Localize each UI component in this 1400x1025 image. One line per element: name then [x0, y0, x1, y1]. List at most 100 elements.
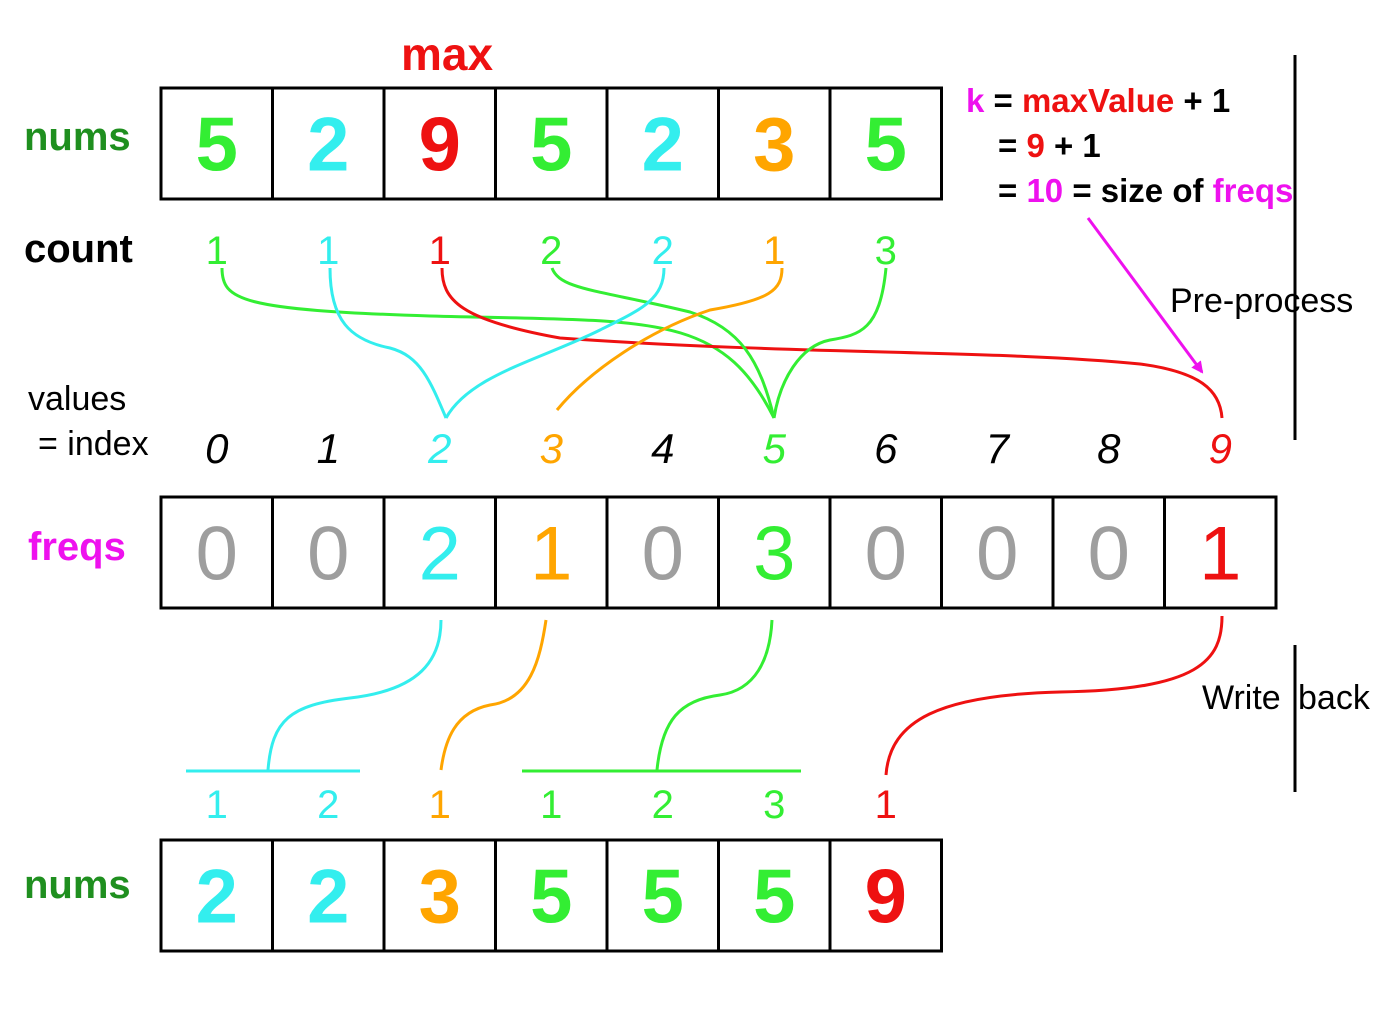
- freqs-label: freqs: [28, 525, 126, 569]
- freqs-cell: [940, 495, 1055, 610]
- size-arrow: [1086, 217, 1204, 374]
- nums-input-value: 5: [865, 103, 907, 188]
- nums-output-cell: [159, 838, 274, 953]
- freqs-value: 0: [976, 512, 1018, 597]
- nums-output-cell: [828, 838, 943, 953]
- index-label: = index: [38, 425, 149, 463]
- writeback-count: 3: [763, 783, 785, 827]
- nums-input-cell: [159, 86, 274, 201]
- index-value: 6: [874, 425, 898, 472]
- freqs-value: 0: [196, 512, 238, 597]
- nums-output-value: 5: [530, 855, 572, 940]
- curve-count-6-to-3: [555, 267, 784, 411]
- write-back-label-a: Write: [1202, 679, 1281, 717]
- nums-input-value: 9: [419, 103, 461, 188]
- freqs-cell: [271, 495, 386, 610]
- nums-output-value: 5: [753, 855, 795, 940]
- count-label: 1: [763, 229, 785, 273]
- writeback-count: 1: [875, 783, 897, 827]
- max-label: max: [401, 28, 493, 80]
- write-back-label-b: back: [1298, 679, 1371, 717]
- formula-line1-part-0: k: [966, 82, 985, 119]
- freqs-value: 1: [1199, 512, 1241, 597]
- curve-count-5-to-2: [444, 267, 666, 419]
- freqs-cell: [159, 495, 274, 610]
- curve-count-7-to-5: [772, 267, 888, 419]
- index-value: 5: [763, 425, 787, 472]
- freqs-cell: [1163, 495, 1278, 610]
- nums-input-cell: [828, 86, 943, 201]
- count-label: 1: [317, 229, 339, 273]
- formula-line1-part-3: + 1: [1174, 82, 1230, 119]
- nums-output-value: 9: [865, 855, 907, 940]
- nums-input-value: 2: [642, 103, 684, 188]
- index-value: 8: [1097, 425, 1121, 472]
- nums-input-value: 3: [753, 103, 795, 188]
- values-label: values: [28, 380, 126, 418]
- formula-line1-part-1: =: [984, 82, 1022, 119]
- write-back-curves: [186, 615, 1224, 776]
- nums-output-cell: [605, 838, 720, 953]
- freqs-value: 0: [865, 512, 907, 597]
- count-label: 3: [875, 229, 897, 273]
- count-label: 2: [652, 229, 674, 273]
- count-label: count: [24, 227, 133, 271]
- freqs-cell: [605, 495, 720, 610]
- writeback-curve-3: [439, 619, 548, 771]
- index-value: 1: [317, 425, 340, 472]
- freqs-value: 1: [530, 512, 572, 597]
- formula-line-1: k = maxValue + 1: [966, 82, 1230, 119]
- freqs-value: 0: [642, 512, 684, 597]
- nums-input-cell: [717, 86, 832, 201]
- freqs-cell: [717, 495, 832, 610]
- curve-count-1-to-5: [220, 267, 776, 419]
- curve-count-4-to-5: [550, 267, 776, 419]
- freqs-value: 0: [1088, 512, 1130, 597]
- nums-output-cell: [271, 838, 386, 953]
- nums-input-value: 2: [307, 103, 349, 188]
- formula-line2-part-1: 9: [1026, 127, 1044, 164]
- formula-line-2: = 9 + 1: [998, 127, 1101, 164]
- formula-line3-part-0: =: [998, 172, 1026, 209]
- nums-input-cell: [271, 86, 386, 201]
- formula-line3-part-2: = size of: [1063, 172, 1212, 209]
- index-value: 4: [651, 425, 674, 472]
- nums-top-label: nums: [24, 115, 131, 159]
- writeback-curve-2: [266, 619, 443, 771]
- index-value: 0: [205, 425, 229, 472]
- nums-output-cell: [717, 838, 832, 953]
- nums-output-value: 2: [307, 855, 349, 940]
- formula-line3-part-3: freqs: [1213, 172, 1294, 209]
- formula-line2-part-0: =: [998, 127, 1026, 164]
- nums-output-value: 2: [196, 855, 238, 940]
- writeback-curve-9: [884, 615, 1224, 776]
- curve-count-2-to-2: [328, 267, 448, 419]
- freqs-cell: [1051, 495, 1166, 610]
- freqs-cell: [828, 495, 943, 610]
- freqs-value: 2: [419, 512, 461, 597]
- writeback-count: 2: [652, 783, 674, 827]
- nums-input-value: 5: [196, 103, 238, 188]
- index-value: 9: [1209, 425, 1232, 472]
- formula-line3-part-1: 10: [1026, 172, 1063, 209]
- formula-line-3: = 10 = size of freqs: [998, 172, 1293, 209]
- index-value: 3: [540, 425, 563, 472]
- count-label: 1: [429, 229, 451, 273]
- count-label: 1: [206, 229, 228, 273]
- writeback-curve-5: [655, 619, 774, 771]
- writeback-count: 1: [206, 783, 228, 827]
- index-value: 7: [986, 425, 1011, 472]
- formula-line1-part-2: maxValue: [1022, 82, 1174, 119]
- nums-output-value: 3: [419, 855, 461, 940]
- curve-count-3-to-9: [440, 267, 1224, 419]
- writeback-count: 1: [540, 783, 562, 827]
- count-row: 1 1 1 2 2 1 3: [206, 229, 897, 273]
- count-label: 2: [540, 229, 562, 273]
- formula-line2-part-2: + 1: [1045, 127, 1101, 164]
